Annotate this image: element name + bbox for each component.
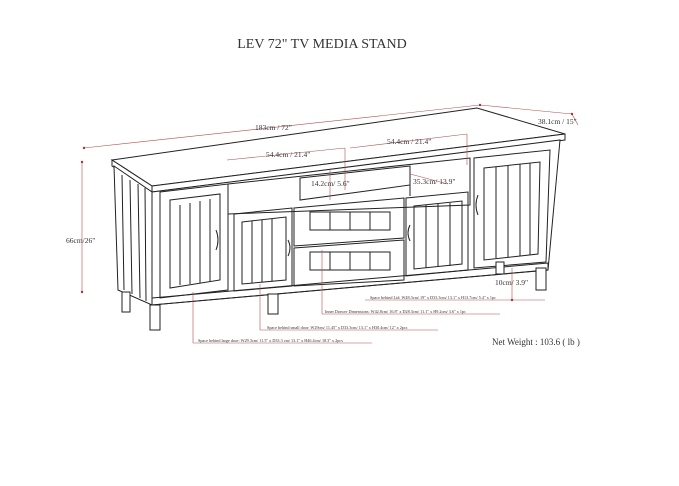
net-weight: Net Weight : 103.6 ( lb ) — [492, 337, 580, 347]
left-opening-label: 54.4cm / 21.4" — [266, 150, 310, 159]
dimension-lines — [80, 103, 579, 344]
small-door-note: Space behind small door: W29cm/ 11.45" x… — [267, 325, 408, 330]
leg-height-label: 10cm/ 3.9" — [495, 278, 528, 287]
drawer-note: Inner Drawer Dimensions: W42.8cm/ 16.8" … — [325, 309, 466, 314]
large-door-note: Space behind large door: W29.3cm/ 11.5" … — [198, 338, 343, 343]
opening-height-label: 14.2cm/ 5.6" — [311, 179, 350, 188]
tv-stand-drawing — [110, 107, 566, 331]
lid-space-note: Space behind Lid: W48.3cm/ 19" x D33.3cm… — [370, 295, 496, 300]
depth-label: 38.1cm / 15" — [538, 117, 577, 126]
shelf-depth-label: 35.3cm/ 13.9" — [413, 177, 455, 186]
right-opening-label: 54.4cm / 21.4" — [387, 137, 431, 146]
page-title: LEV 72" TV MEDIA STAND — [237, 37, 407, 52]
height-label: 66cm/26" — [66, 236, 95, 245]
width-label: 183cm / 72" — [255, 123, 292, 132]
